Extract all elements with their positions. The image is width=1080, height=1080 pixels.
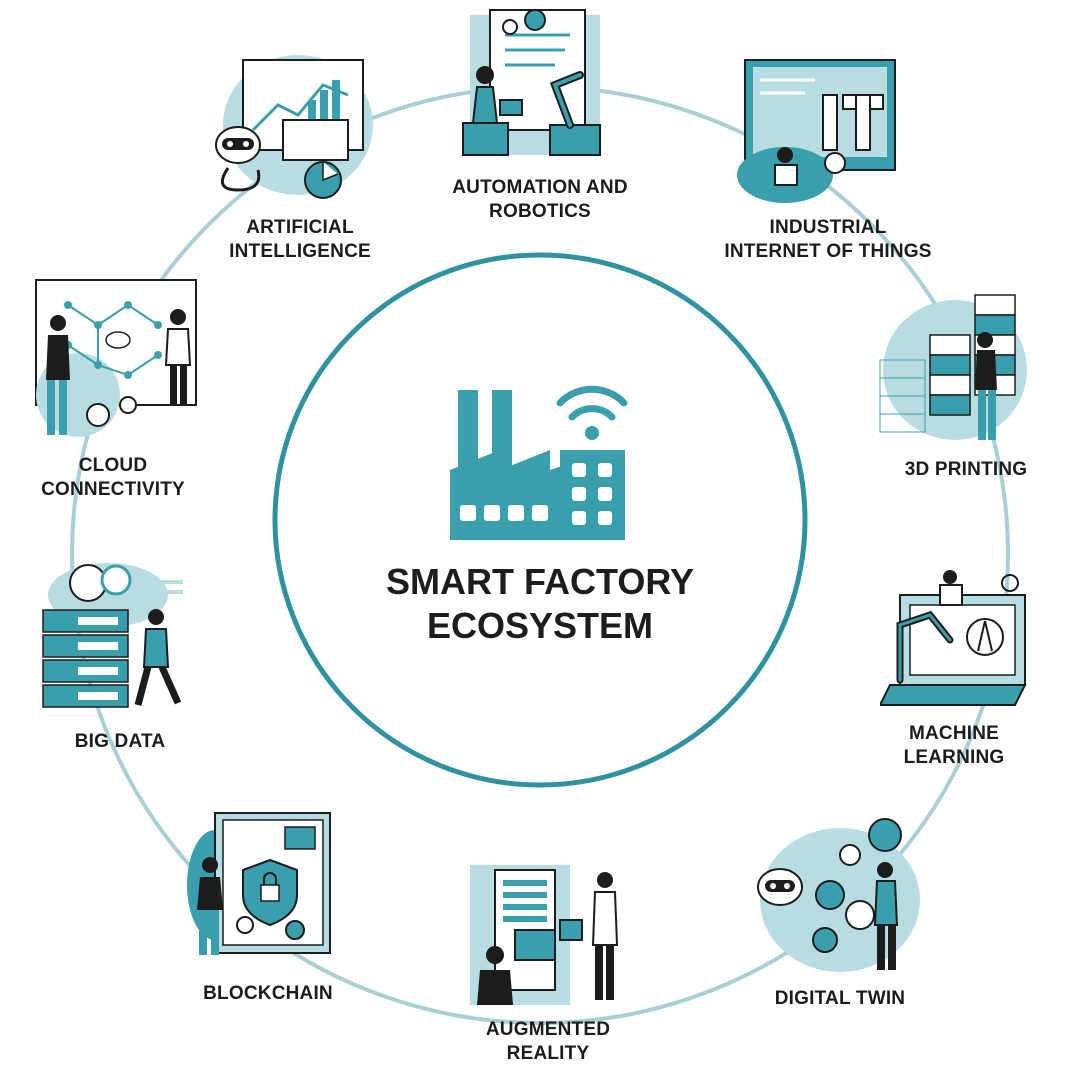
machine-learning-illustration bbox=[880, 570, 1027, 706]
node-label-ai: ARTIFICIAL INTELLIGENCE bbox=[229, 217, 371, 262]
node-label-iiot: INDUSTRIAL INTERNET OF THINGS bbox=[724, 217, 932, 262]
node-label-ml: MACHINE LEARNING bbox=[903, 723, 1005, 768]
augmented-reality-illustration bbox=[470, 865, 619, 1005]
robot-arm-illustration bbox=[462, 9, 601, 156]
center-title-line1: SMART FACTORY bbox=[385, 561, 695, 602]
ai-robot-illustration bbox=[215, 55, 373, 199]
node-label-bigdata: BIG DATA bbox=[74, 731, 166, 752]
iot-illustration bbox=[737, 59, 896, 203]
center-title-line2: ECOSYSTEM bbox=[426, 605, 654, 646]
node-label-automation: AUTOMATION AND ROBOTICS bbox=[452, 177, 628, 222]
node-label-ar: AUGMENTED REALITY bbox=[485, 1019, 611, 1064]
factory-wifi-icon bbox=[450, 385, 628, 540]
node-label-twin: DIGITAL TWIN bbox=[774, 988, 906, 1009]
node-label-printing: 3D PRINTING bbox=[904, 459, 1028, 480]
node-label-cloud: CLOUD CONNECTIVITY bbox=[41, 455, 185, 500]
node-label-blockchain: BLOCKCHAIN bbox=[203, 983, 333, 1004]
digital-twin-illustration bbox=[757, 818, 920, 972]
big-data-illustration bbox=[42, 563, 183, 708]
3d-printing-illustration bbox=[879, 294, 1027, 440]
blockchain-illustration bbox=[187, 812, 331, 955]
cloud-connectivity-illustration bbox=[35, 279, 197, 437]
center-title: SMART FACTORY ECOSYSTEM bbox=[386, 560, 694, 648]
